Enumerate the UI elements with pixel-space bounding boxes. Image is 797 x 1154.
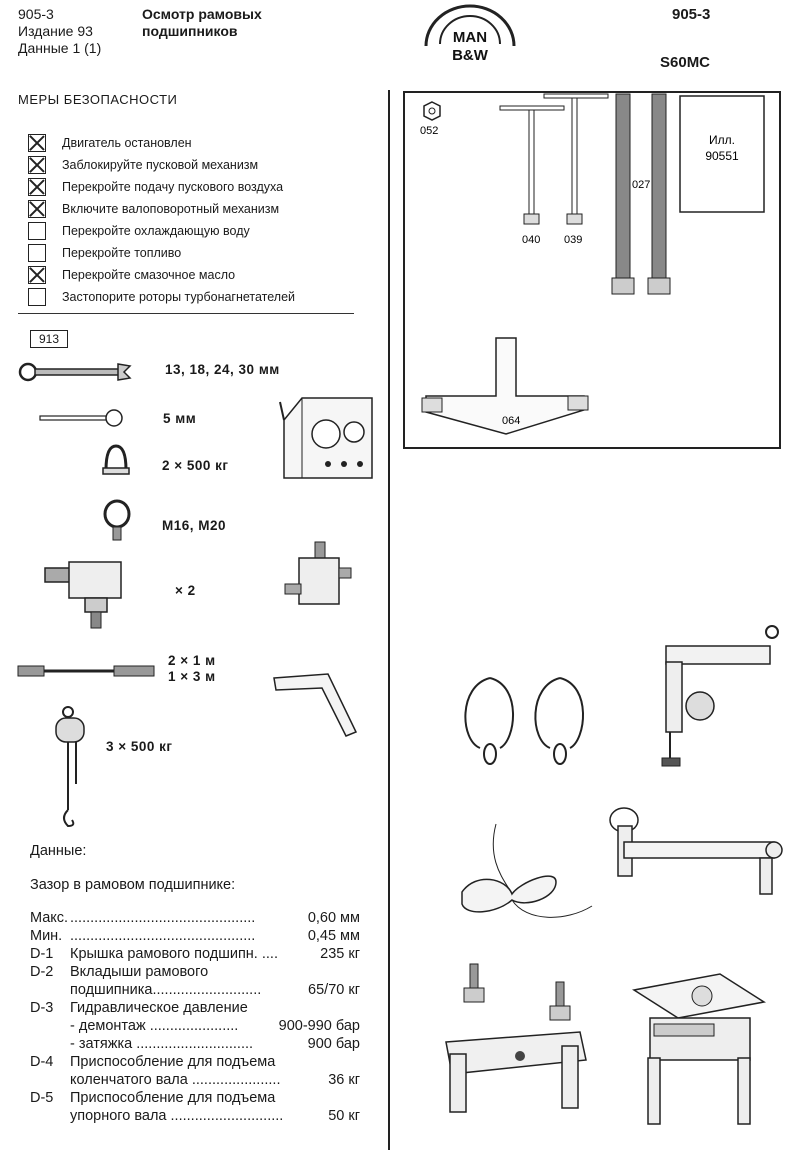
data-title: Данные: [30, 843, 87, 859]
checkbox-unchecked [28, 222, 46, 240]
safety-item: Двигатель остановлен [28, 133, 192, 153]
safety-item: Включите валоповоротный механизм [28, 199, 279, 219]
safety-item: Застопорите роторы турбонагнетателей [28, 287, 295, 307]
engine-model: S60MC [660, 54, 711, 71]
safety-item-label: Двигатель остановлен [62, 136, 192, 150]
shackle-icon [102, 444, 130, 475]
safety-item: Перекройте подачу пускового воздуха [28, 177, 283, 197]
safety-title: МЕРЫ БЕЗОПАСНОСТИ [18, 92, 178, 107]
data-row: - демонтаж ......................900-990… [70, 1018, 360, 1034]
checkbox-checked [28, 200, 46, 218]
title-line-2: подшипников [142, 23, 238, 39]
checkbox-checked [28, 134, 46, 152]
ill-label: Илл. [709, 133, 735, 147]
data-row: упорного вала ..........................… [70, 1108, 360, 1124]
nut-icon [423, 101, 441, 121]
shaft-lifting-tool-icon [609, 807, 783, 895]
pin-tool-icon [39, 409, 123, 427]
clearance-title: Зазор в рамовом подшипнике: [30, 877, 236, 893]
safety-item-label: Застопорите роторы турбонагнетателей [62, 290, 296, 304]
part-label-052: 052 [420, 125, 438, 137]
section-divider [18, 313, 354, 314]
safety-item: Заблокируйте пусковой механизм [28, 155, 258, 175]
safety-item: Перекройте смазочное масло [28, 265, 235, 285]
part-label-027: 027 [632, 179, 650, 191]
wire-line-2: 1 × 3 м [168, 669, 216, 684]
hydraulic-coupling-icon [44, 561, 122, 629]
ill-number: 90551 [705, 149, 739, 163]
part-label-039: 039 [564, 234, 582, 246]
wire-sling-icon [464, 677, 584, 765]
bent-bar-icon [273, 673, 358, 737]
data-row: Макс....................................… [30, 910, 360, 926]
pressure-gauge-panel-icon [279, 397, 373, 479]
data-row: - затяжка .............................9… [70, 1036, 360, 1052]
checkbox-checked [28, 178, 46, 196]
checkbox-checked [28, 156, 46, 174]
checkbox-unchecked [28, 244, 46, 262]
safety-item-label: Перекройте смазочное масло [62, 268, 236, 282]
lifting-arm-icon [661, 625, 779, 767]
checkbox-unchecked [28, 288, 46, 306]
spanner-icon [18, 362, 132, 382]
edition: Издание 93 [18, 23, 93, 39]
doc-number-right: 905-3 [672, 6, 711, 23]
data-sheet: Данные 1 (1) [18, 40, 102, 56]
safety-item-label: Перекройте охлаждающую воду [62, 224, 250, 238]
column-divider [388, 90, 390, 1150]
safety-item-label: Перекройте подачу пускового воздуха [62, 180, 284, 194]
tool-group-code: 913 [30, 330, 68, 348]
safety-item: Перекройте охлаждающую воду [28, 221, 250, 241]
data-row: коленчатого вала ......................3… [70, 1072, 360, 1088]
data-row: Мин.....................................… [30, 928, 360, 944]
soft-sling-icon [461, 823, 593, 918]
doc-title: Осмотр рамовых подшипников [142, 6, 262, 40]
thrust-shaft-lifting-device-icon [631, 973, 767, 1125]
wire-line-1: 2 × 1 м [168, 653, 216, 668]
pin-size: 5 мм [163, 411, 197, 426]
valve-block-icon [284, 541, 352, 605]
logo-line-1: MAN [453, 29, 487, 46]
logo-line-2: B&W [452, 47, 489, 64]
safety-item-label: Заблокируйте пусковой механизм [62, 158, 259, 172]
wire-rope-icon [17, 665, 155, 677]
safety-item: Перекройте топливо [28, 243, 181, 263]
parts-illustration: 052 040 039 027 Илл. 90551 064 [403, 91, 781, 449]
doc-header-left: 905-3 Издание 93 Данные 1 (1) [18, 6, 101, 57]
shackle-capacity: 2 × 500 кг [162, 458, 229, 473]
eye-bolt-icon [103, 499, 131, 541]
coupling-count: × 2 [175, 583, 196, 598]
part-label-064: 064 [502, 415, 520, 427]
chain-block-capacity: 3 × 500 кг [106, 739, 173, 754]
chain-block-icon [55, 706, 85, 828]
eye-bolt-sizes: М16, М20 [162, 518, 227, 533]
spanner-sizes: 13, 18, 24, 30 мм [165, 362, 280, 377]
safety-item-label: Перекройте топливо [62, 246, 182, 260]
safety-item-label: Включите валоповоротный механизм [62, 202, 280, 216]
data-row: подшипника...........................65/… [70, 982, 360, 998]
checkbox-checked [28, 266, 46, 284]
crankshaft-lifting-device-icon [445, 963, 587, 1113]
title-line-1: Осмотр рамовых [142, 6, 262, 22]
doc-number: 905-3 [18, 6, 54, 22]
part-label-040: 040 [522, 234, 540, 246]
man-bw-logo: MAN B&W [418, 4, 522, 68]
